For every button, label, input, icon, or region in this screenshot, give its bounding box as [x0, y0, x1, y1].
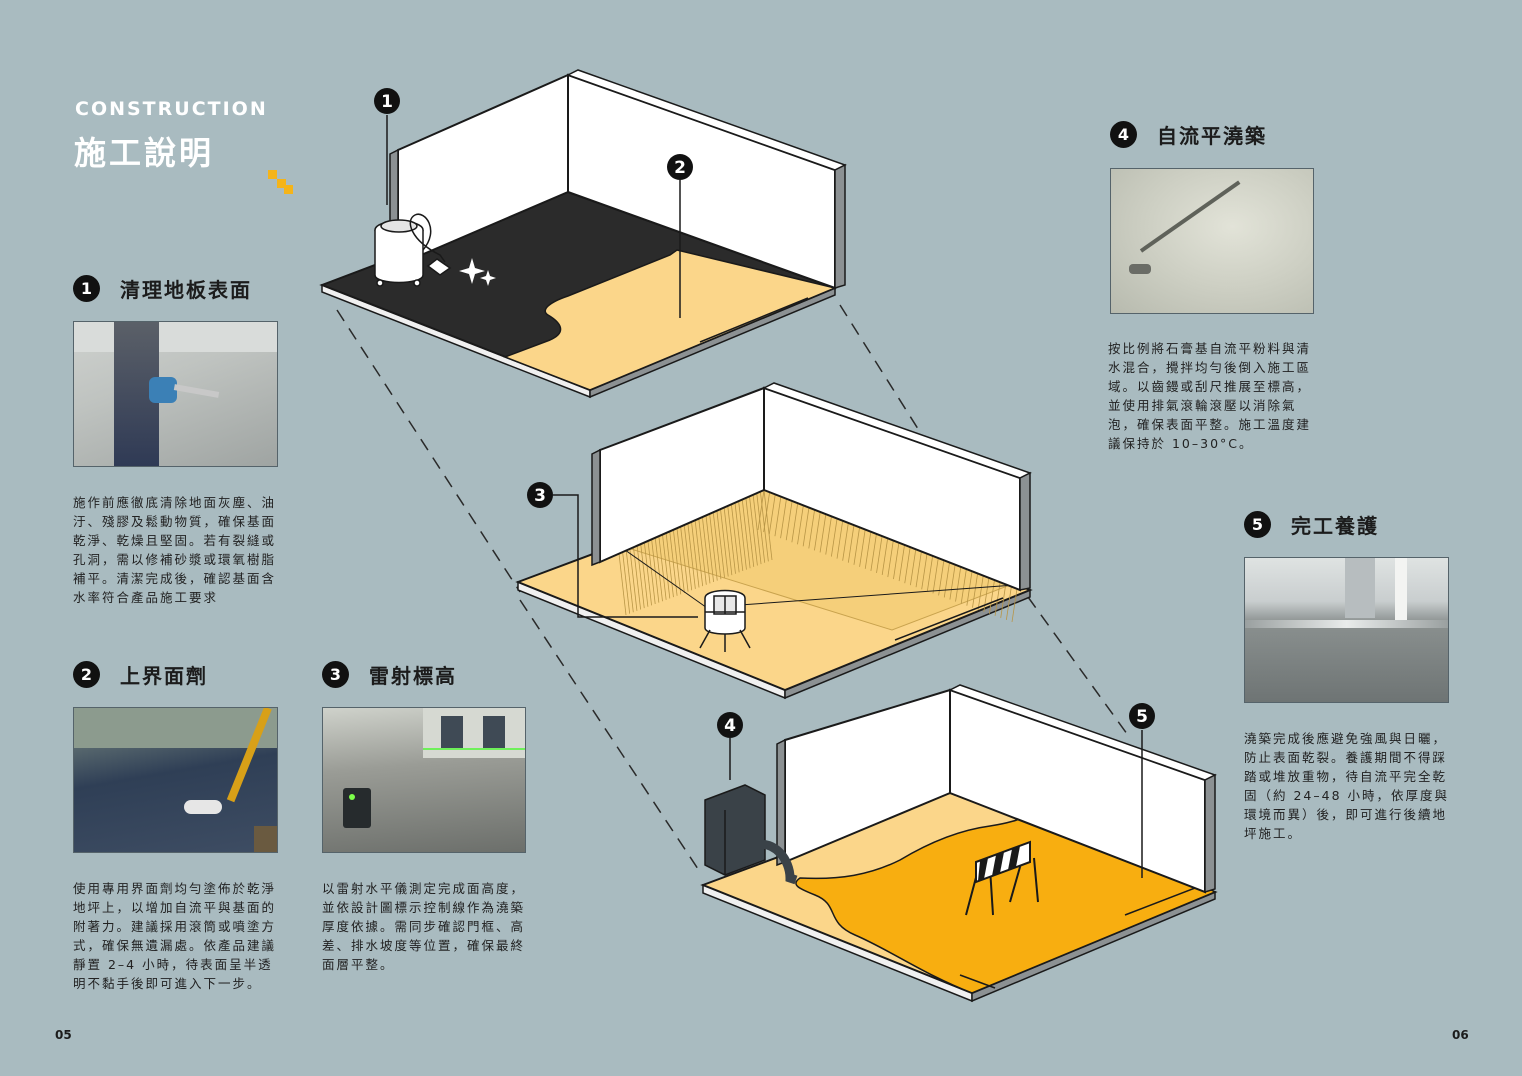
- step-5-description: 澆築完成後應避免強風與日曬，防止表面乾裂。養護期間不得踩踏或堆放重物，待自流平完…: [1244, 731, 1450, 841]
- page-number-right: 06: [1452, 1028, 1469, 1042]
- scene-clean-floor: [319, 69, 847, 399]
- diagram-marker-label: 2: [674, 158, 686, 178]
- diagram-marker-2: [667, 154, 693, 180]
- diagram-marker-1: [374, 88, 400, 114]
- step-3-title: 雷射標高: [369, 664, 457, 688]
- step-1-heading: 1 清理地板表面: [73, 274, 252, 303]
- section-eyebrow: CONSTRUCTION: [75, 98, 268, 120]
- page-number-left: 05: [55, 1028, 72, 1042]
- step-5-heading: 5 完工養護: [1244, 510, 1379, 539]
- step-2-heading: 2 上界面劑: [73, 660, 208, 689]
- sparkle-icon: [459, 258, 496, 286]
- scene-self-leveling-pour: [700, 684, 1218, 1003]
- step-3-description: 以雷射水平儀測定完成面高度，並依設計圖標示控制線作為澆築厚度依據。需同步確認門框…: [322, 881, 526, 972]
- laser-level-icon: [699, 589, 751, 652]
- step-number-badge: 1: [73, 275, 100, 302]
- diagram-marker-label: 3: [534, 486, 546, 506]
- diagram-marker-label: 5: [1136, 707, 1148, 727]
- step-number-badge: 5: [1244, 511, 1271, 538]
- marker-circles: 1 2 3 4 5: [374, 88, 1155, 738]
- diagram-marker-4: [717, 712, 743, 738]
- decorative-squares: [268, 170, 294, 194]
- step-3-heading: 3 雷射標高: [322, 660, 457, 689]
- photo-finished-floor: [1244, 557, 1449, 703]
- step-number-badge: 4: [1110, 121, 1137, 148]
- diagram-markers: [386, 115, 1143, 878]
- step-4-title: 自流平澆築: [1157, 124, 1267, 148]
- barricade-icon: [965, 840, 1039, 916]
- scene-laser-level: [515, 382, 1033, 700]
- pump-machine-icon: [704, 784, 798, 885]
- vacuum-cleaner-icon: [374, 213, 452, 287]
- diagram-marker-3: [527, 482, 553, 508]
- step-2-title: 上界面劑: [120, 664, 208, 688]
- photo-primer-roller: [73, 707, 278, 853]
- photo-laser-level: [322, 707, 526, 853]
- step-4-heading: 4 自流平澆築: [1110, 120, 1267, 149]
- diagram-marker-label: 1: [381, 92, 393, 112]
- dashed-connectors: [336, 304, 1131, 873]
- photo-cleaning-floor: [73, 321, 278, 467]
- step-1-title: 清理地板表面: [120, 278, 252, 302]
- diagram-marker-5: [1129, 703, 1155, 729]
- step-4-description: 按比例將石膏基自流平粉料與清水混合，攪拌均勻後倒入施工區域。以齒鏝或刮尺推展至標…: [1108, 341, 1312, 451]
- step-number-badge: 2: [73, 661, 100, 688]
- page-title: 施工說明: [74, 134, 215, 172]
- step-5-title: 完工養護: [1291, 514, 1379, 538]
- step-2-description: 使用專用界面劑均勻塗佈於乾淨地坪上，以增加自流平與基面的附著力。建議採用滾筒或噴…: [73, 881, 277, 991]
- step-1-description: 施作前應徹底清除地面灰塵、油汙、殘膠及鬆動物質，確保基面乾淨、乾燥且堅固。若有裂…: [73, 495, 277, 605]
- photo-self-leveling-pour: [1110, 168, 1314, 314]
- step-number-badge: 3: [322, 661, 349, 688]
- diagram-marker-label: 4: [724, 716, 736, 736]
